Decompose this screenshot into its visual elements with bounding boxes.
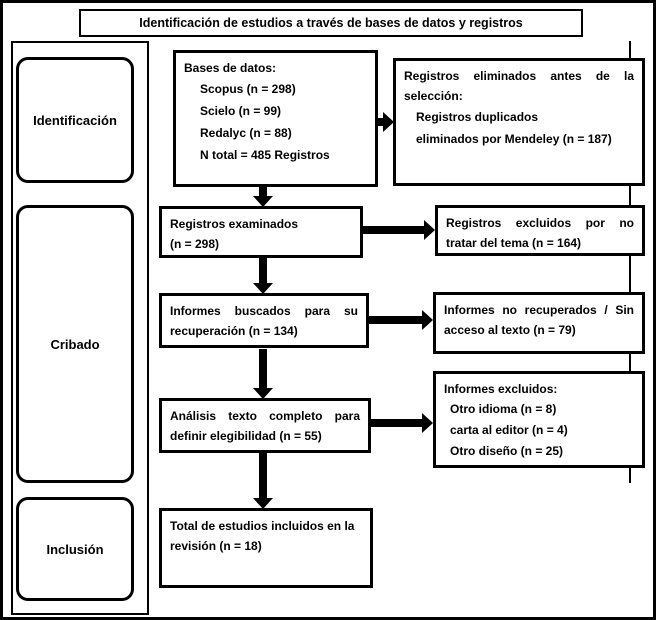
- arrow-head-down-icon: [253, 196, 273, 207]
- reports-excluded-box: Informes excluidos: Otro idioma (n = 8) …: [433, 371, 645, 468]
- reports-sought-box: Informes buscados para su recuperación (…: [159, 293, 369, 348]
- fulltext-assessed-box: Análisis texto completo para definir ele…: [159, 398, 371, 453]
- records-screened-box: Registros examinados (n = 298): [159, 206, 363, 258]
- arrow-databases-to-removed: [377, 112, 394, 132]
- arrow-fulltext-to-included: [253, 453, 273, 509]
- arrow-shaft: [363, 226, 425, 234]
- databases-line: Scopus (n = 298): [200, 82, 296, 96]
- records-removed-box: Registros eliminados antes de la selecci…: [393, 58, 645, 186]
- reports-excluded-line: Otro diseño (n = 25): [450, 444, 564, 458]
- fulltext-assessed-text: Análisis texto completo para definir ele…: [170, 409, 360, 443]
- arrow-screened-to-sought: [253, 258, 273, 294]
- reports-excluded-line: Otro idioma (n = 8): [450, 402, 557, 416]
- arrow-shaft: [377, 118, 384, 126]
- reports-not-retrieved-box: Informes no recuperados / Sin acceso al …: [433, 292, 645, 354]
- stage-screening: Cribado: [16, 205, 134, 483]
- arrow-shaft: [371, 419, 423, 427]
- stage-identification-label: Identificación: [33, 112, 117, 128]
- right-column-divider: [629, 41, 631, 483]
- databases-line: Redalyc (n = 88): [200, 126, 292, 140]
- arrow-shaft: [259, 349, 267, 388]
- stage-identification: Identificación: [16, 57, 134, 183]
- databases-heading: Bases de datos:: [184, 61, 277, 75]
- arrow-shaft: [259, 187, 267, 196]
- databases-line: Scielo (n = 99): [200, 104, 282, 118]
- databases-line: N total = 485 Registros: [200, 148, 330, 162]
- stage-inclusion: Inclusión: [16, 497, 134, 601]
- diagram-title: Identificación de estudios a través de b…: [79, 9, 583, 37]
- reports-excluded-line: carta al editor (n = 4): [450, 423, 568, 437]
- records-removed-line: eliminados por Mendeley (n = 187): [416, 132, 612, 146]
- arrow-head-down-icon: [253, 388, 273, 399]
- studies-included-box: Total de estudios incluidos en la revisi…: [159, 508, 373, 588]
- records-removed-line: Registros duplicados: [416, 110, 539, 124]
- stage-screening-label: Cribado: [50, 336, 100, 352]
- arrow-shaft: [259, 258, 267, 283]
- arrow-shaft: [369, 316, 423, 324]
- databases-box: Bases de datos: Scopus (n = 298) Scielo …: [173, 50, 378, 187]
- reports-excluded-heading: Informes excluidos:: [444, 382, 558, 396]
- stage-inclusion-label: Inclusión: [46, 541, 104, 557]
- arrow-screened-to-excluded: [363, 220, 435, 240]
- arrow-head-down-icon: [253, 283, 273, 294]
- reports-not-retrieved-text: Informes no recuperados / Sin acceso al …: [444, 303, 634, 337]
- arrow-head-right-icon: [422, 310, 433, 330]
- reports-sought-text: Informes buscados para su recuperación (…: [170, 304, 358, 338]
- arrow-fulltext-to-reports-excluded: [371, 413, 433, 433]
- arrow-head-right-icon: [383, 112, 394, 132]
- records-removed-heading: Registros eliminados antes de la selecci…: [404, 69, 634, 103]
- arrow-sought-to-fulltext: [253, 349, 273, 399]
- records-excluded-box: Registros excluidos por no tratar del te…: [435, 205, 645, 256]
- arrow-head-right-icon: [422, 413, 433, 433]
- arrow-head-down-icon: [253, 498, 273, 509]
- records-screened-line2: (n = 298): [170, 237, 220, 251]
- studies-included-text: Total de estudios incluidos en la revisi…: [170, 519, 355, 553]
- arrow-shaft: [259, 453, 267, 498]
- arrow-databases-to-screened: [253, 187, 273, 207]
- arrow-sought-to-not-retrieved: [369, 310, 433, 330]
- arrow-head-right-icon: [424, 220, 435, 240]
- records-excluded-text: Registros excluidos por no tratar del te…: [446, 216, 634, 250]
- records-screened-line1: Registros examinados: [170, 217, 299, 231]
